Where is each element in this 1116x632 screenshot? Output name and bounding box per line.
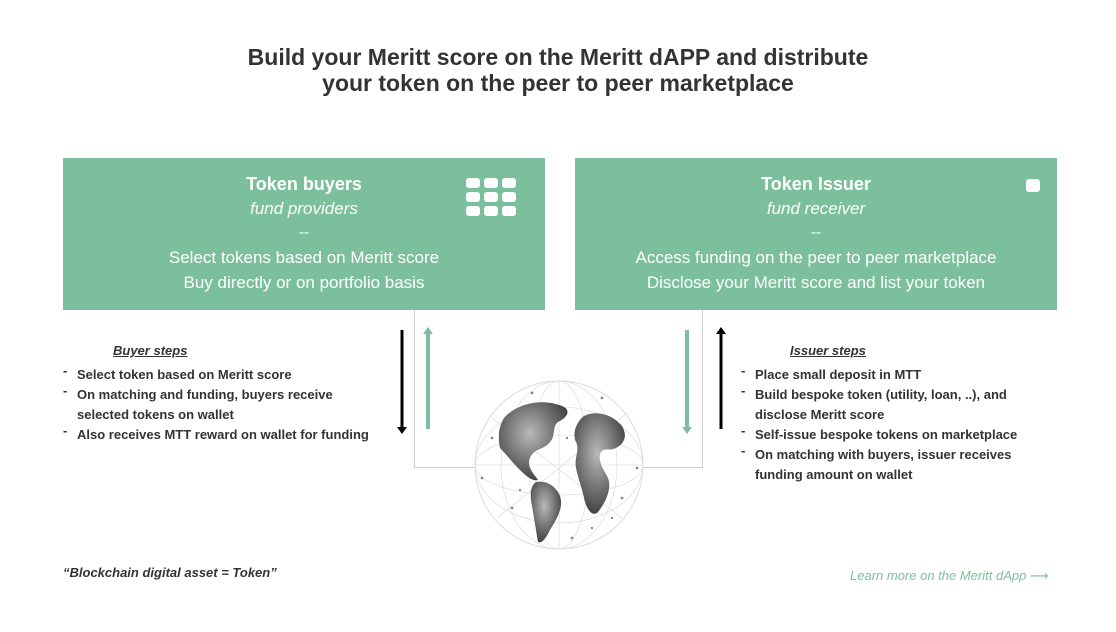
issuer-description-1: Access funding on the peer to peer marke… — [635, 248, 997, 267]
issuer-subtitle: fund receiver — [766, 199, 866, 218]
buyers-title: Token buyers — [246, 174, 362, 194]
issuer-divider: -- — [811, 224, 821, 241]
globe-icon — [474, 380, 644, 550]
arrow-down-dark-icon — [397, 330, 407, 434]
buyers-divider: -- — [299, 224, 309, 241]
page-title: Build your Meritt score on the Meritt dA… — [0, 44, 1116, 96]
list-item: Also receives MTT reward on wallet for f… — [63, 421, 383, 445]
arrow-up-dark-icon — [716, 327, 726, 429]
issuer-steps-list: Place small deposit in MTT Build bespoke… — [741, 361, 1041, 485]
list-item: Build bespoke token (utility, loan, ..),… — [741, 381, 1025, 425]
token-buyers-card: Token buyers fund providers -- Select to… — [63, 158, 545, 310]
buyers-description-2: Buy directly or on portfolio basis — [183, 273, 425, 292]
arrow-down-green-icon — [682, 330, 692, 434]
buyer-steps-heading: Buyer steps — [113, 343, 188, 358]
buyer-steps-list: Select token based on Meritt score On ma… — [63, 361, 383, 445]
token-issuer-card: Token Issuer fund receiver -- Access fun… — [575, 158, 1057, 310]
arrow-up-green-icon — [423, 327, 433, 429]
issuer-title: Token Issuer — [761, 174, 871, 194]
buyers-description-1: Select tokens based on Meritt score — [168, 248, 440, 267]
issuer-description-2: Disclose your Meritt score and list your… — [646, 273, 986, 292]
page-title-line2: your token on the peer to peer marketpla… — [322, 70, 794, 96]
token-definition: “Blockchain digital asset = Token” — [63, 565, 277, 580]
issuer-steps-heading: Issuer steps — [790, 343, 866, 358]
list-item: Self-issue bespoke tokens on marketplace — [741, 421, 1041, 445]
square-icon — [1026, 179, 1040, 192]
buyers-subtitle: fund providers — [250, 199, 358, 218]
list-item: On matching and funding, buyers receive … — [63, 381, 347, 425]
list-item: On matching with buyers, issuer receives… — [741, 441, 1025, 485]
grid-icon — [466, 178, 516, 216]
learn-more-link[interactable]: Learn more on the Meritt dApp ⟶ — [850, 568, 1049, 583]
page-title-line1: Build your Meritt score on the Meritt dA… — [247, 44, 869, 70]
list-item: Place small deposit in MTT — [741, 361, 1041, 385]
list-item: Select token based on Meritt score — [63, 361, 383, 385]
